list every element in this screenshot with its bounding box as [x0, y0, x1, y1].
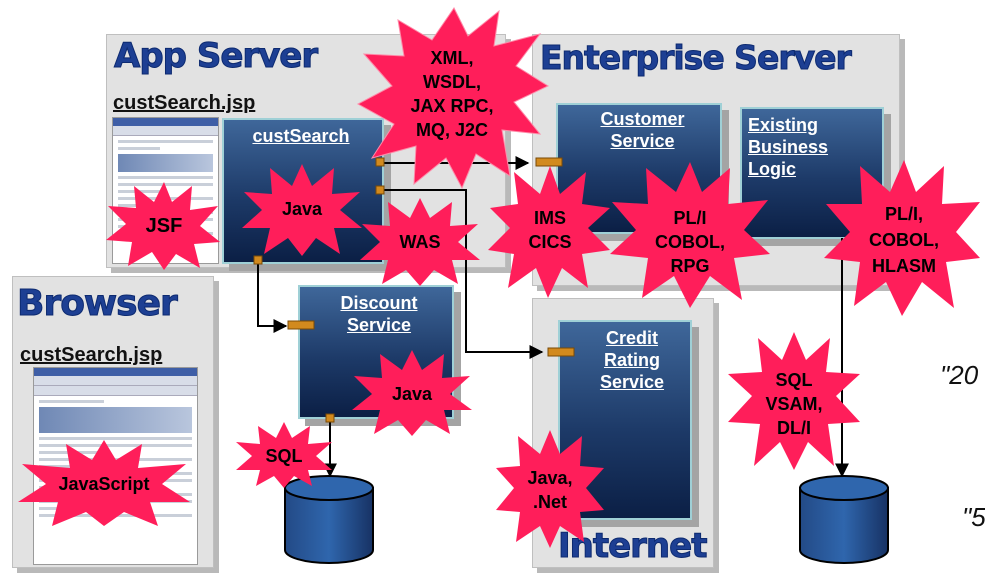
custsearch-to-discount-line	[257, 262, 288, 333]
connector-port	[325, 413, 335, 423]
app-server-jsp-label: custSearch.jsp	[113, 92, 256, 114]
svg-text:VSAM,: VSAM,	[765, 394, 822, 414]
svg-text:COBOL,: COBOL,	[869, 230, 939, 250]
svg-text:RPG: RPG	[670, 256, 709, 276]
connector-port	[535, 157, 563, 167]
svg-text:MQ, J2C: MQ, J2C	[416, 120, 488, 140]
svg-text:.Net: .Net	[533, 492, 567, 512]
enterprise-server-title: Enterprise Server	[540, 38, 853, 78]
svg-text:CICS: CICS	[528, 232, 571, 252]
svg-text:SQL: SQL	[775, 370, 812, 390]
svg-text:WAS: WAS	[399, 232, 440, 252]
pli-cobol-hlasm-burst: PL/I, COBOL, HLASM	[824, 160, 980, 316]
cust-search-label: custSearch	[252, 126, 350, 146]
quote-text-2: "5	[962, 502, 985, 532]
java-net-burst: Java, .Net	[496, 430, 604, 548]
svg-text:SQL: SQL	[265, 446, 302, 466]
app-database-icon	[284, 475, 374, 564]
connector-port	[287, 320, 315, 330]
connector-port	[375, 157, 385, 167]
browser-title: Browser	[17, 283, 179, 325]
svg-text:HLASM: HLASM	[872, 256, 936, 276]
svg-text:PL/I,: PL/I,	[885, 204, 923, 224]
javascript-burst: JavaScript	[18, 440, 190, 526]
enterprise-database-icon	[799, 475, 889, 564]
app-server-title: App Server	[113, 36, 318, 77]
connector-port	[253, 255, 263, 265]
svg-text:WSDL,: WSDL,	[423, 72, 481, 92]
connector-port	[375, 185, 385, 195]
svg-text:DL/I: DL/I	[777, 418, 811, 438]
svg-text:Java,: Java,	[527, 468, 572, 488]
svg-text:XML,: XML,	[431, 48, 474, 68]
sql-vsam-burst: SQL VSAM, DL/I	[728, 332, 860, 470]
sql-app-burst: SQL	[236, 422, 332, 488]
svg-text:Java: Java	[282, 199, 323, 219]
svg-text:JavaScript: JavaScript	[58, 474, 149, 494]
svg-text:JAX RPC,: JAX RPC,	[410, 96, 493, 116]
jsf-burst: JSF	[106, 182, 220, 270]
svg-text:PL/I: PL/I	[673, 208, 706, 228]
xml-wsdl-burst: XML, WSDL, JAX RPC, MQ, J2C	[356, 7, 550, 190]
svg-text:Java: Java	[392, 384, 433, 404]
java-discount-burst: Java	[352, 350, 472, 436]
svg-text:COBOL,: COBOL,	[655, 232, 725, 252]
pli-cobol-rpg-burst: PL/I COBOL, RPG	[610, 162, 770, 308]
was-burst: WAS	[360, 198, 480, 286]
svg-text:JSF: JSF	[146, 215, 183, 237]
custsearch-to-credit-rating-line	[384, 189, 544, 359]
svg-text:IMS: IMS	[534, 208, 566, 228]
java-app-burst: Java	[242, 164, 362, 256]
browser-jsp-label: custSearch.jsp	[20, 344, 163, 366]
quote-text-1: "20	[940, 360, 979, 390]
ims-cics-burst: IMS CICS	[488, 166, 610, 298]
connector-port	[547, 347, 575, 357]
